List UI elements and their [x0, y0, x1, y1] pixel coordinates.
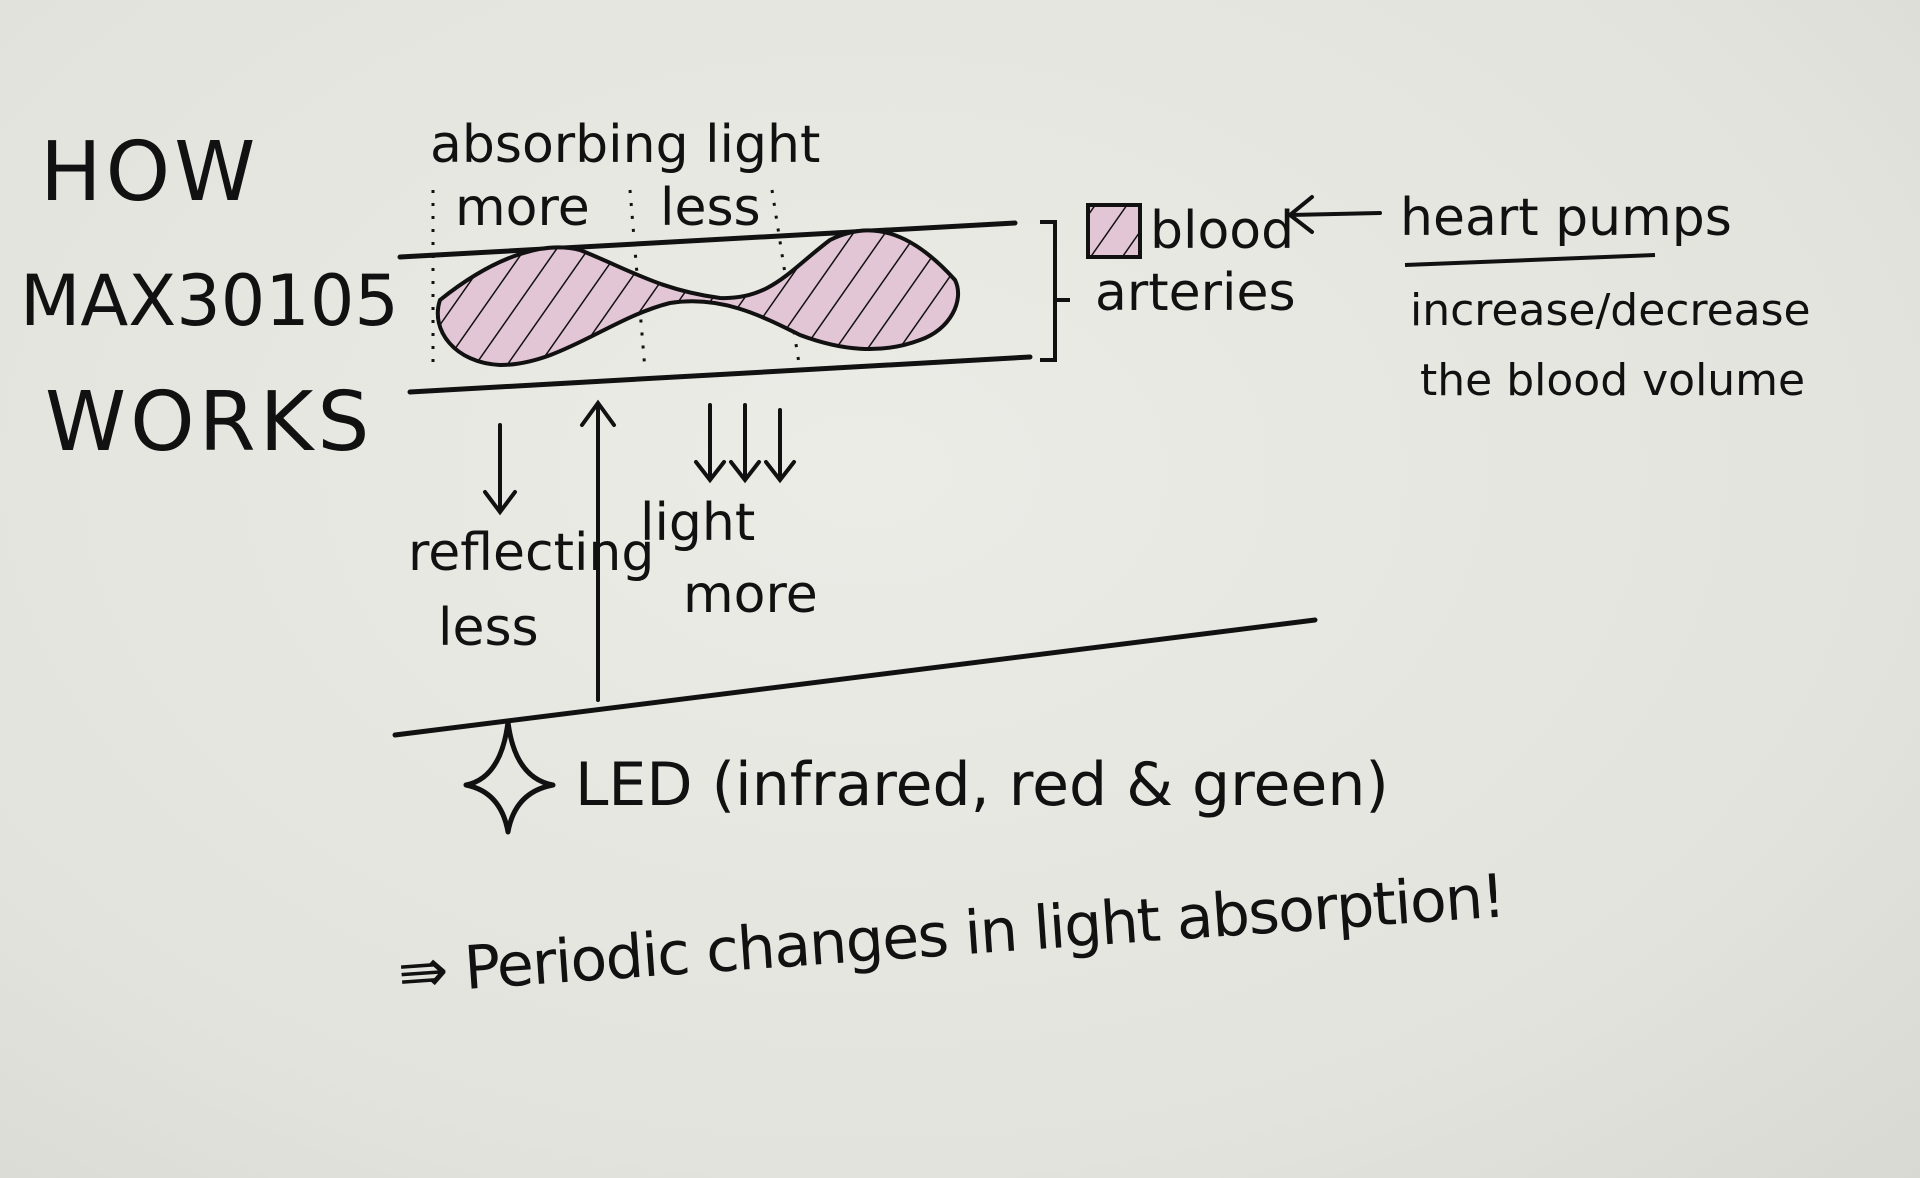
reflecting-label: reflecting	[408, 523, 654, 583]
light-label: light	[640, 493, 755, 553]
artery-top-wall	[397, 220, 1018, 260]
artery-bottom-wall	[407, 354, 1033, 395]
title-line-works: WORKS	[45, 375, 373, 470]
reflect-down-arrow	[483, 423, 517, 516]
blood-legend-label: blood	[1150, 201, 1294, 261]
conclusion-text: ⇛ Periodic changes in light absorption!	[396, 861, 1508, 1008]
reflecting-less-label: less	[438, 598, 539, 658]
title-line-sensor: MAX30105	[20, 260, 399, 342]
artery-bracket	[1040, 220, 1070, 362]
light-more-label: more	[683, 565, 818, 625]
arteries-label: arteries	[1095, 263, 1296, 323]
heart-arrow	[1286, 195, 1382, 234]
heart-note-line1: increase/decrease	[1410, 285, 1811, 336]
sensor-surface-line	[392, 617, 1318, 738]
absorbing-less-label: less	[660, 178, 761, 238]
blood-volume-wave-hatch	[435, 228, 961, 368]
absorbing-more-label: more	[455, 178, 590, 238]
led-label: LED (infrared, red & green)	[575, 750, 1389, 820]
heart-pumps-label: heart pumps	[1400, 188, 1732, 248]
light-down-arrows	[694, 403, 796, 484]
heart-note-line2: the blood volume	[1420, 355, 1805, 406]
absorbing-light-label: absorbing light	[430, 115, 820, 175]
blood-legend-swatch	[1086, 203, 1142, 259]
heart-underline	[1404, 253, 1656, 267]
title-line-how: HOW	[40, 125, 259, 220]
led-up-arrow	[580, 399, 616, 702]
led-sparkle-icon	[463, 719, 556, 835]
